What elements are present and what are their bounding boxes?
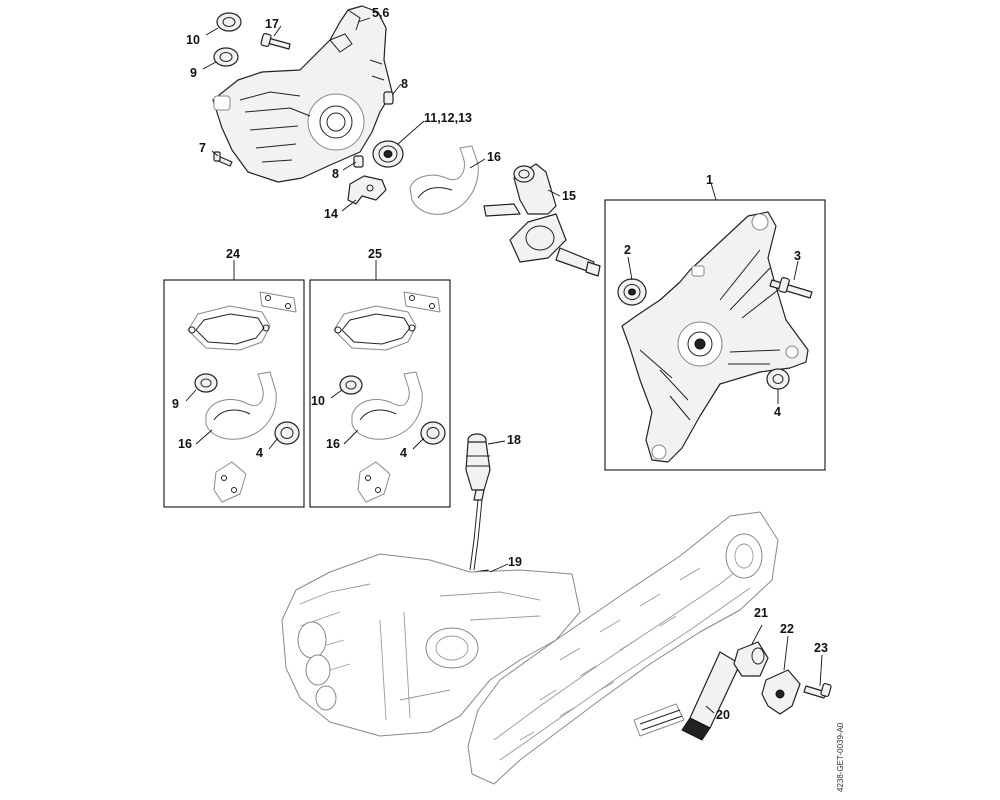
- bearing-11-12-13-part: [372, 140, 404, 168]
- callout-24: 24: [226, 247, 240, 261]
- callout-11-12-13: 11,12,13: [424, 111, 472, 125]
- callout-21: 21: [754, 606, 768, 620]
- kit-1-frame: [604, 199, 826, 471]
- crankcase-half-part: [212, 5, 393, 183]
- sleeve-21-part: [733, 641, 769, 677]
- bracket-22-part: [761, 669, 801, 715]
- pin-8-bottom-part: [353, 155, 364, 168]
- kit-25-frame: [309, 279, 451, 508]
- callout-10-top: 10: [186, 33, 200, 47]
- bracket-14-part: [347, 175, 387, 205]
- callout-16-kit25: 16: [326, 437, 340, 451]
- callout-10-kit25: 10: [311, 394, 325, 408]
- callouts: 10 9 17 5,6 8 11,12,13 7 8 14 16 15 1 2 …: [172, 6, 828, 722]
- crankcase-1-part: [621, 211, 809, 463]
- callout-20: 20: [716, 708, 730, 722]
- screw-23-part: [803, 683, 832, 699]
- oil-pickup-18-part: [465, 433, 491, 571]
- callout-22: 22: [780, 622, 794, 636]
- kit-24-parts: [187, 291, 300, 503]
- seal-9-top-part: [213, 47, 239, 67]
- leader-lines: [185, 17, 823, 714]
- seal-4-main-part: [766, 368, 790, 390]
- callout-15: 15: [562, 189, 576, 203]
- callout-25: 25: [368, 247, 382, 261]
- callout-18: 18: [507, 433, 521, 447]
- stud-3-part: [769, 277, 813, 299]
- gasket-16-top-part: [409, 145, 479, 215]
- screw-7-part: [213, 151, 233, 167]
- callout-19: 19: [508, 555, 522, 569]
- document-id: 4238-GET-0039-A0: [836, 722, 845, 792]
- callout-17: 17: [265, 17, 279, 31]
- side-cover-part: [467, 511, 779, 785]
- callout-5-6: 5,6: [372, 6, 389, 20]
- callout-1: 1: [706, 173, 713, 187]
- pin-8-top-part: [383, 91, 394, 105]
- callout-4-kit24: 4: [256, 446, 263, 460]
- callout-4-main: 4: [774, 405, 781, 419]
- crankshaft-15-part: [483, 163, 601, 277]
- callout-9-kit24: 9: [172, 397, 179, 411]
- callout-4-kit25: 4: [400, 446, 407, 460]
- screw-17-part: [260, 33, 291, 50]
- tensioner-tube-20-part: [633, 651, 741, 741]
- callout-9-top: 9: [190, 66, 197, 80]
- callout-16-top: 16: [487, 150, 501, 164]
- engine-housing-part: [281, 553, 581, 737]
- callout-8-top: 8: [401, 77, 408, 91]
- callout-2: 2: [624, 243, 631, 257]
- kit-25-parts: [333, 291, 446, 503]
- seal-10-top-part: [216, 12, 242, 32]
- callout-7: 7: [199, 141, 206, 155]
- callout-3: 3: [794, 249, 801, 263]
- bearing-2-part: [617, 278, 647, 306]
- callout-8-bottom: 8: [332, 167, 339, 181]
- callout-23: 23: [814, 641, 828, 655]
- callout-14: 14: [324, 207, 338, 221]
- callout-16-kit24: 16: [178, 437, 192, 451]
